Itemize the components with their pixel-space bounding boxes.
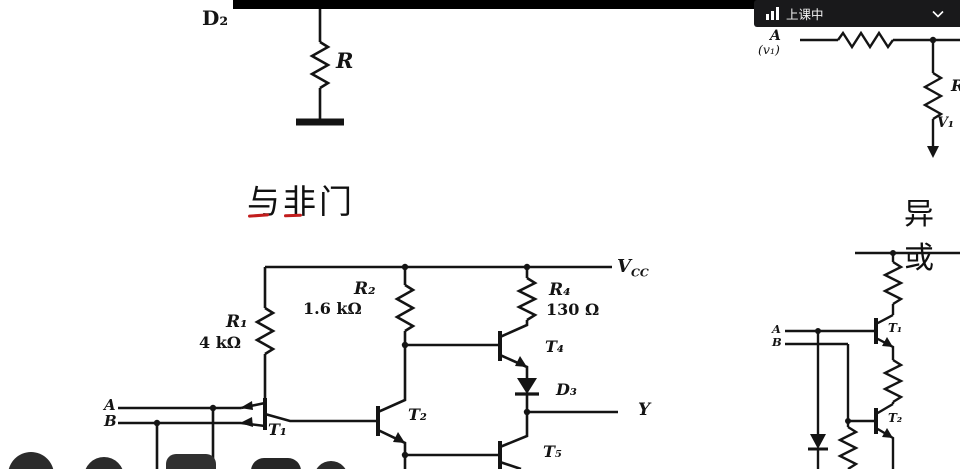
control-button-members[interactable] [251, 458, 301, 469]
red-underline-annotation [283, 213, 303, 218]
d3-label: D₃ [556, 380, 577, 399]
v1-label: V₁ [937, 115, 954, 131]
nand-input-b-label: B [104, 412, 117, 430]
stats-bars-icon [766, 7, 779, 20]
r-label: R [336, 48, 354, 73]
t2-label: T₂ [408, 405, 427, 424]
input-a-label: A [770, 28, 781, 44]
control-button-mic[interactable] [8, 452, 54, 469]
ttl-nand-schematic [118, 263, 618, 469]
v-in-label: (v₁) [758, 42, 780, 57]
xor-t1-label: T₁ [888, 321, 903, 335]
control-button-camera[interactable] [84, 457, 124, 469]
r1-label: R₁ [226, 312, 248, 332]
r1-value: 4 kΩ [199, 333, 242, 352]
t1-label: T₁ [268, 420, 287, 439]
chevron-down-icon[interactable] [932, 10, 944, 18]
r2-value: 1.6 kΩ [303, 299, 362, 318]
t5-label: T₅ [543, 442, 562, 461]
r4-value: 130 Ω [546, 300, 600, 319]
nand-input-a-label: A [104, 396, 116, 414]
y-output-label: Y [638, 400, 651, 420]
control-button-share[interactable] [166, 454, 216, 469]
r2-label: R₂ [354, 279, 376, 299]
r-cut-label: R [951, 78, 960, 94]
control-button-more[interactable] [314, 461, 348, 469]
slide-crop-bar [233, 0, 757, 9]
xor-input-b-label: B [772, 335, 782, 349]
r4-label: R₄ [549, 280, 571, 300]
xor-input-a-label: A [772, 322, 781, 336]
diode-resistor-schematic [296, 9, 344, 126]
class-status-bar[interactable]: 上课中 [754, 0, 960, 27]
vcc-label: VCC [617, 256, 649, 280]
input-network-schematic [800, 30, 960, 158]
t4-label: T₄ [545, 337, 564, 356]
d2-label: D₂ [202, 6, 229, 30]
xor-gate-caption: 异或 [904, 198, 936, 275]
xor-t2-label: T₂ [888, 411, 903, 425]
class-status-label: 上课中 [786, 8, 824, 22]
xor-schematic-partial [785, 250, 960, 469]
